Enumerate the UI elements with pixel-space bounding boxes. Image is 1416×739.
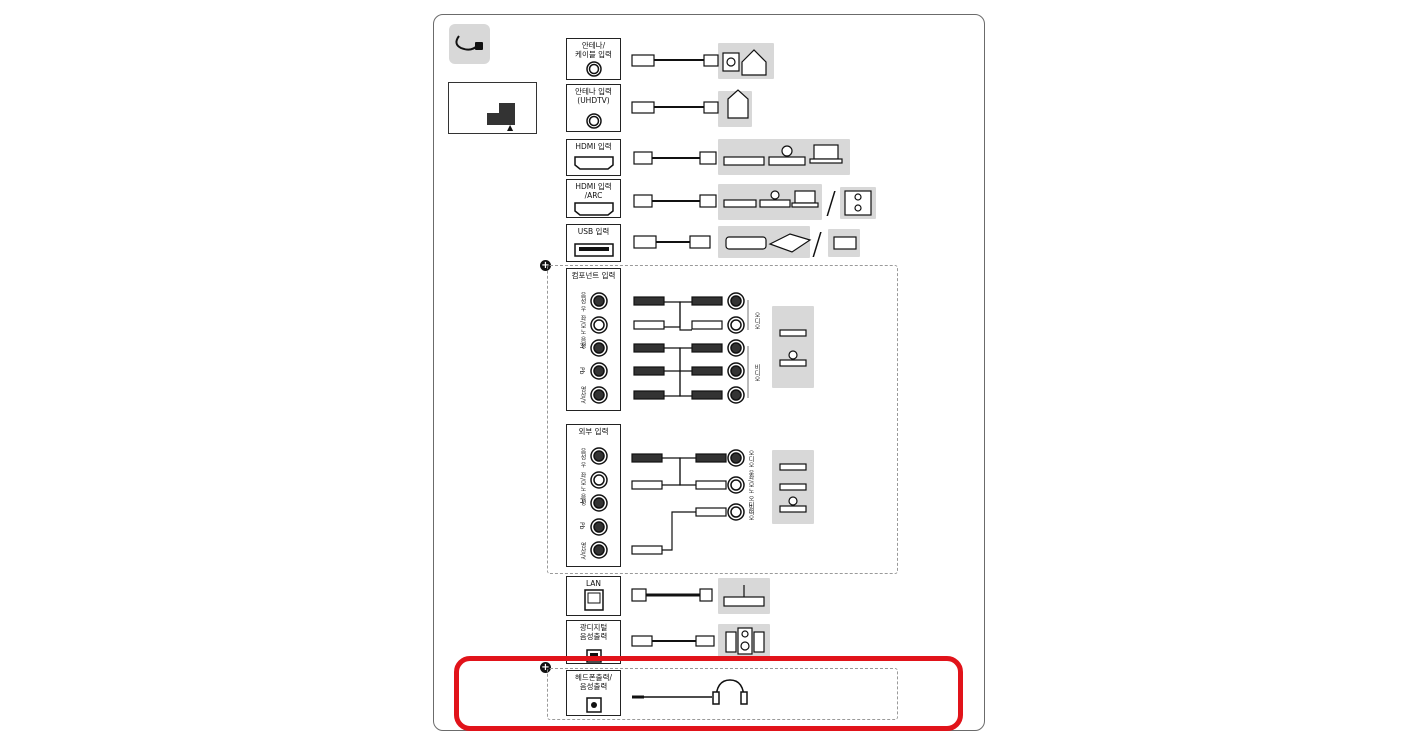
port-usb: USB 입력 xyxy=(566,224,621,262)
rca-plug-right xyxy=(691,296,723,306)
port-antenna-uhd: 안테나 입력 (UHDTV) xyxy=(566,84,621,132)
rca-plug-right xyxy=(691,390,723,400)
component-side-label-0: 음성 우 xyxy=(579,292,586,312)
external-jack xyxy=(590,541,608,559)
component-jack-out xyxy=(727,316,745,334)
lan-cable xyxy=(631,588,713,602)
plus-icon-headphone: + xyxy=(540,662,551,673)
port-external: 외부 입력 xyxy=(566,424,621,567)
router-icon xyxy=(723,585,765,607)
port-hdmi-label: HDMI 입력 xyxy=(575,142,612,151)
external-side-label-3: Pb xyxy=(578,522,585,530)
device-box-component xyxy=(772,306,814,388)
external-jack-out xyxy=(727,449,745,467)
component-right-label-video: 비디오 xyxy=(753,364,760,382)
rca-plug-left xyxy=(633,390,665,400)
component-jack xyxy=(590,386,608,404)
port-antenna-cable: 안테나/ 케이블 입력 xyxy=(566,38,621,80)
external-side-label-1: 좌/모노 음성 xyxy=(579,472,586,506)
external-side-label-0: 음성 우 xyxy=(579,448,586,468)
component-right-label-audio: 오디오 xyxy=(753,312,760,330)
cable-icon-box xyxy=(449,24,490,64)
external-jack xyxy=(590,494,608,512)
hdmi-devices xyxy=(723,144,872,253)
hdmi-cable xyxy=(633,151,717,208)
component-jack xyxy=(590,339,608,357)
rca-wiring xyxy=(662,301,696,551)
separator-slash-1: / xyxy=(812,227,823,262)
port-usb-label: USB 입력 xyxy=(577,227,610,236)
external-jack-out xyxy=(727,503,745,521)
port-component: 컴포넌트 입력 xyxy=(566,268,621,411)
component-jack-out xyxy=(727,339,745,357)
external-right-label-1: 좌/모노 오디오 xyxy=(747,474,754,514)
external-right-label-2: 비디오 xyxy=(747,503,754,521)
optional-section-headphone xyxy=(547,668,898,720)
external-jack xyxy=(590,447,608,465)
port-antenna-uhd-label: 안테나 입력 (UHDTV) xyxy=(575,87,612,105)
port-headphone: 헤드폰출력/ 음성출력 xyxy=(566,670,621,716)
port-optical-label: 광디지털 음성출력 xyxy=(579,623,608,641)
component-jack-out xyxy=(727,386,745,404)
external-side-label-4: 영상/Y xyxy=(579,542,586,560)
port-hdmi: HDMI 입력 xyxy=(566,139,621,176)
cable-icon xyxy=(455,35,483,51)
av-devices xyxy=(779,329,807,513)
separator-slash-0: / xyxy=(826,186,837,221)
external-jack xyxy=(590,471,608,489)
speaker-icon xyxy=(725,627,765,655)
headphone-icon xyxy=(712,679,748,705)
component-jack xyxy=(590,316,608,334)
port-external-label: 외부 입력 xyxy=(578,427,609,436)
component-jack xyxy=(590,292,608,310)
external-jack-out xyxy=(727,476,745,494)
external-jack xyxy=(590,518,608,536)
highlight-headphone-output xyxy=(454,656,963,731)
port-lan: LAN xyxy=(566,576,621,616)
component-jack xyxy=(590,362,608,380)
port-headphone-label: 헤드폰출력/ 음성출력 xyxy=(574,673,613,691)
optical-cable xyxy=(631,635,715,647)
external-right-label-0: 오디오 우 xyxy=(747,450,754,476)
port-antenna-cable-label: 안테나/ 케이블 입력 xyxy=(575,41,612,59)
port-lan-label: LAN xyxy=(585,579,602,588)
optional-section-av xyxy=(547,265,898,574)
house-antenna-icon xyxy=(722,49,767,119)
component-side-label-4: 영상/Y xyxy=(579,386,586,404)
component-jack-out xyxy=(727,292,745,310)
plus-icon: + xyxy=(540,260,551,271)
coax-cable xyxy=(631,54,719,114)
component-side-label-1: 좌/모노 음성 xyxy=(579,315,586,349)
port-hdmi-arc: HDMI 입력 /ARC xyxy=(566,179,621,218)
port-component-label: 컴포넌트 입력 xyxy=(571,271,616,280)
usb-cable xyxy=(633,235,711,249)
component-side-label-2: Pr xyxy=(578,343,585,349)
component-side-label-3: Pb xyxy=(578,367,585,375)
rca-plug-left xyxy=(633,320,665,330)
port-hdmi-arc-label: HDMI 입력 /ARC xyxy=(575,182,612,200)
rca-plug-left xyxy=(633,296,665,306)
tv-back-icon: ▲ xyxy=(448,82,537,134)
rca-plug-right xyxy=(691,320,723,330)
external-side-label-2: Pr xyxy=(578,498,585,504)
component-jack-out xyxy=(727,362,745,380)
